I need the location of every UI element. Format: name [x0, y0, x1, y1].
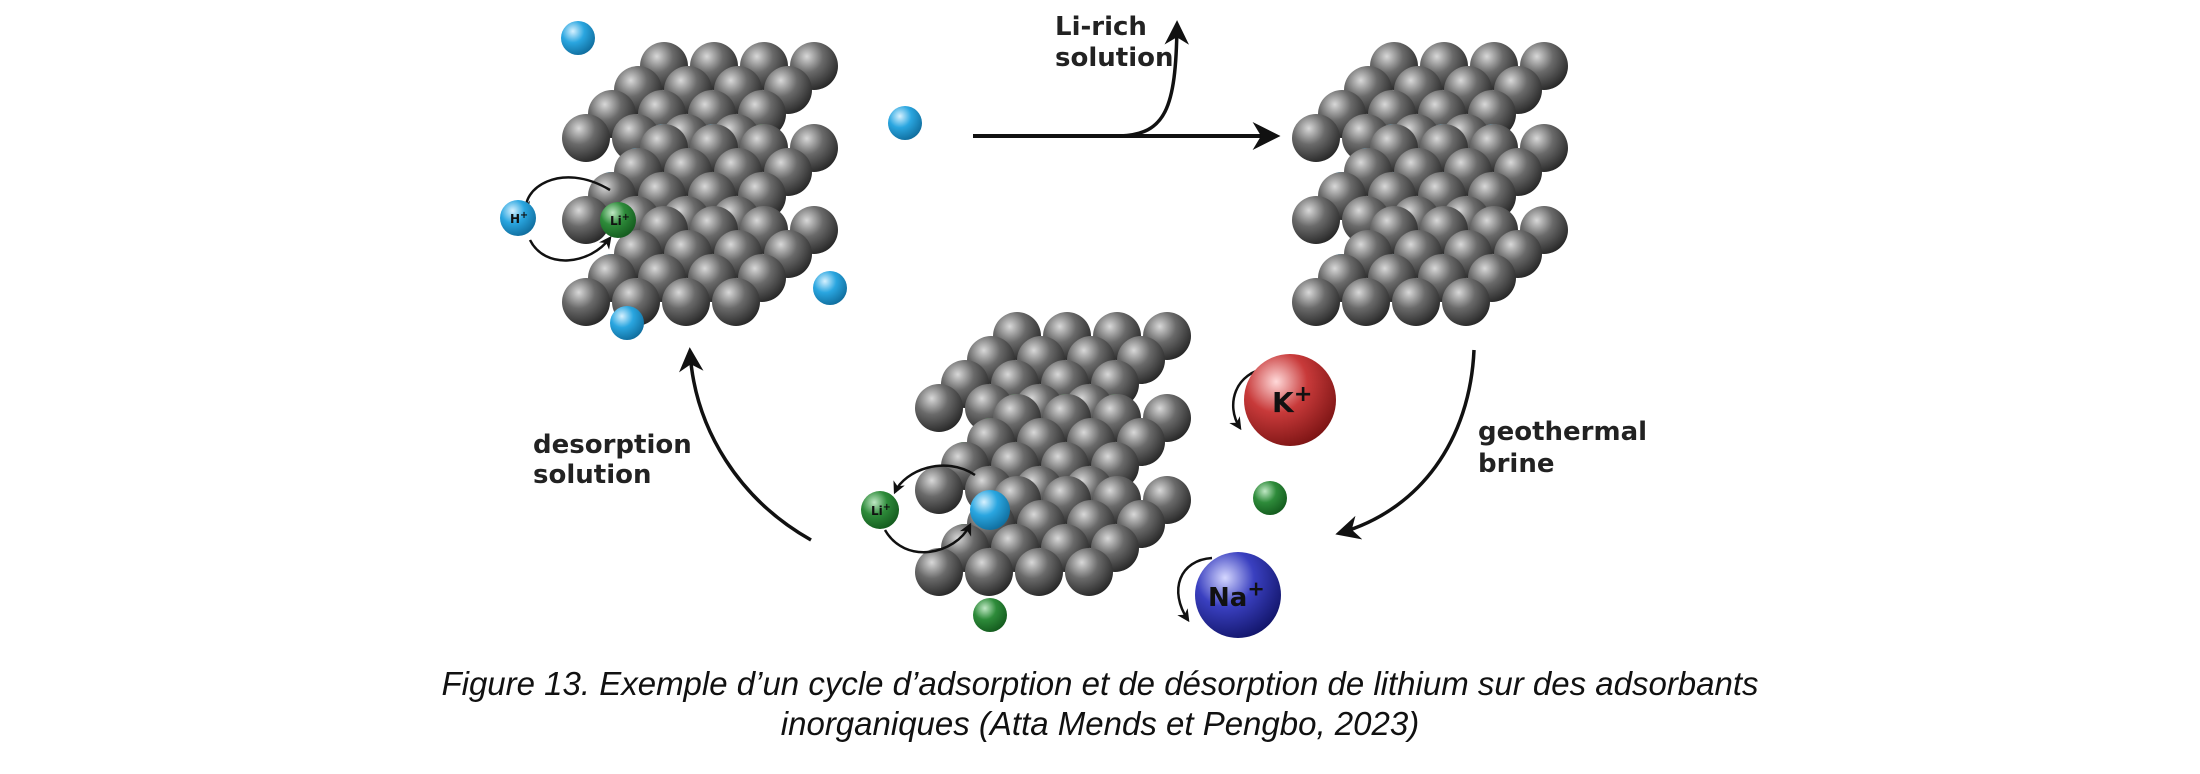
- brine-label-2: brine: [1478, 449, 1555, 479]
- exchange-arrow: [893, 464, 976, 495]
- potassium-ion: [1244, 354, 1336, 446]
- exchange-arrow: [883, 522, 972, 554]
- figure-caption-line-2: inorganiques (Atta Mends et Pengbo, 2023…: [780, 705, 1420, 742]
- free-proton: [888, 106, 922, 140]
- arrow-desorption: [679, 347, 812, 542]
- host-atom: [915, 548, 963, 596]
- figure-caption-line-1: Figure 13. Exemple d’un cycle d’adsorpti…: [441, 665, 1759, 702]
- desorption-label-2: solution: [533, 460, 651, 490]
- host-atom: [562, 196, 610, 244]
- proton-ion: [970, 490, 1010, 530]
- arrow-li-rich-solution-out: [1119, 20, 1190, 138]
- free-lithium: [1253, 481, 1287, 515]
- host-atom: [915, 466, 963, 514]
- proton-ion: [500, 200, 536, 236]
- lattice-proton-loaded: [1292, 42, 1568, 326]
- host-atom: [1015, 548, 1063, 596]
- desorption-label-1: desorption: [533, 430, 692, 460]
- free-proton: [610, 306, 644, 340]
- exchange-arrow: [528, 235, 612, 262]
- free-proton: [561, 21, 595, 55]
- sodium-ion: [1195, 552, 1281, 638]
- host-atom: [1392, 278, 1440, 326]
- host-atom: [562, 114, 610, 162]
- lattice-lithium-loaded: [562, 42, 838, 326]
- sodium-arrow: [1177, 556, 1213, 623]
- host-atom: [965, 548, 1013, 596]
- host-atom: [915, 384, 963, 432]
- host-atom: [1442, 278, 1490, 326]
- host-atom: [1292, 196, 1340, 244]
- arrow-brine-in: [1335, 349, 1476, 540]
- host-atom: [1292, 114, 1340, 162]
- free-proton: [813, 271, 847, 305]
- host-atom: [562, 278, 610, 326]
- host-atom: [1342, 278, 1390, 326]
- brine-label-1: geothermal: [1478, 417, 1647, 447]
- lattice-adsorbing-from-brine: [915, 312, 1191, 596]
- host-atom: [662, 278, 710, 326]
- lithium-ion: [600, 202, 636, 238]
- lithium-ion: [861, 491, 899, 529]
- li-rich-label-2: solution: [1055, 43, 1173, 73]
- host-atom: [712, 278, 760, 326]
- host-atom: [1065, 548, 1113, 596]
- free-lithium: [973, 598, 1007, 632]
- li-rich-label-1: Li-rich: [1055, 12, 1147, 42]
- host-atom: [1292, 278, 1340, 326]
